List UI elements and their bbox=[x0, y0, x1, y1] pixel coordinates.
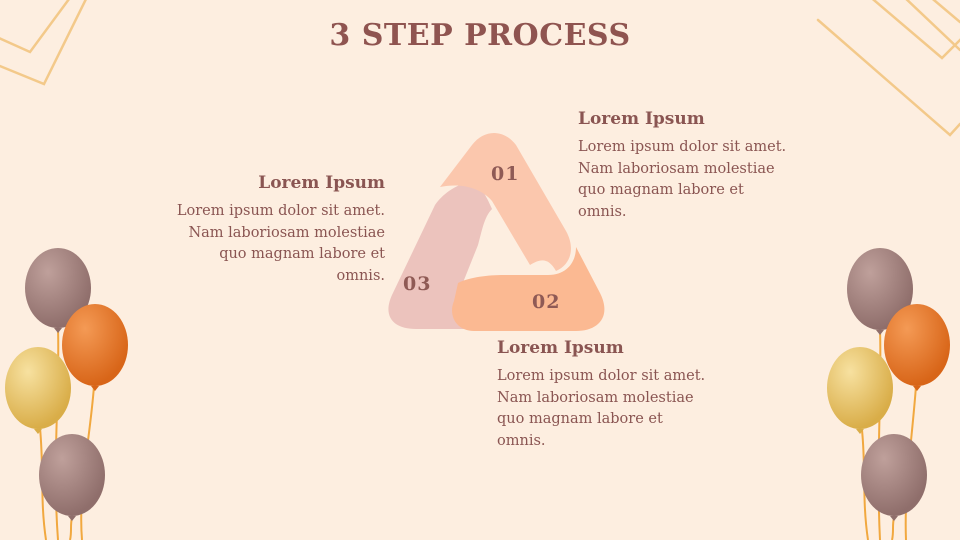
step-02-text-block: Lorem Ipsum Lorem ipsum dolor sit amet. … bbox=[497, 338, 707, 452]
step-03-description: Lorem ipsum dolor sit amet. Nam laborios… bbox=[176, 203, 385, 284]
balloons-left bbox=[5, 248, 128, 540]
step-01-text-block: Lorem Ipsum Lorem ipsum dolor sit amet. … bbox=[578, 109, 788, 223]
cycle-segment-01 bbox=[440, 133, 571, 271]
step-number-03: 03 bbox=[403, 273, 432, 295]
balloons-right bbox=[827, 248, 950, 540]
step-01-heading: Lorem Ipsum bbox=[578, 109, 705, 129]
corner-lines-top-right bbox=[816, 0, 960, 137]
step-03-text-block: Lorem Ipsum Lorem ipsum dolor sit amet. … bbox=[175, 173, 385, 287]
cycle-segment-03 bbox=[388, 181, 492, 329]
cycle-segment-02 bbox=[452, 247, 605, 331]
slide-title: 3 STEP PROCESS bbox=[329, 18, 631, 53]
step-03-heading: Lorem Ipsum bbox=[258, 173, 385, 193]
cycle-diagram bbox=[388, 133, 605, 331]
corner-lines-top-left bbox=[0, 0, 87, 86]
step-01-description: Lorem ipsum dolor sit amet. Nam laborios… bbox=[578, 139, 787, 220]
step-number-01: 01 bbox=[491, 163, 520, 185]
step-number-02: 02 bbox=[532, 291, 561, 313]
step-02-heading: Lorem Ipsum bbox=[497, 338, 624, 358]
step-02-description: Lorem ipsum dolor sit amet. Nam laborios… bbox=[497, 368, 706, 449]
